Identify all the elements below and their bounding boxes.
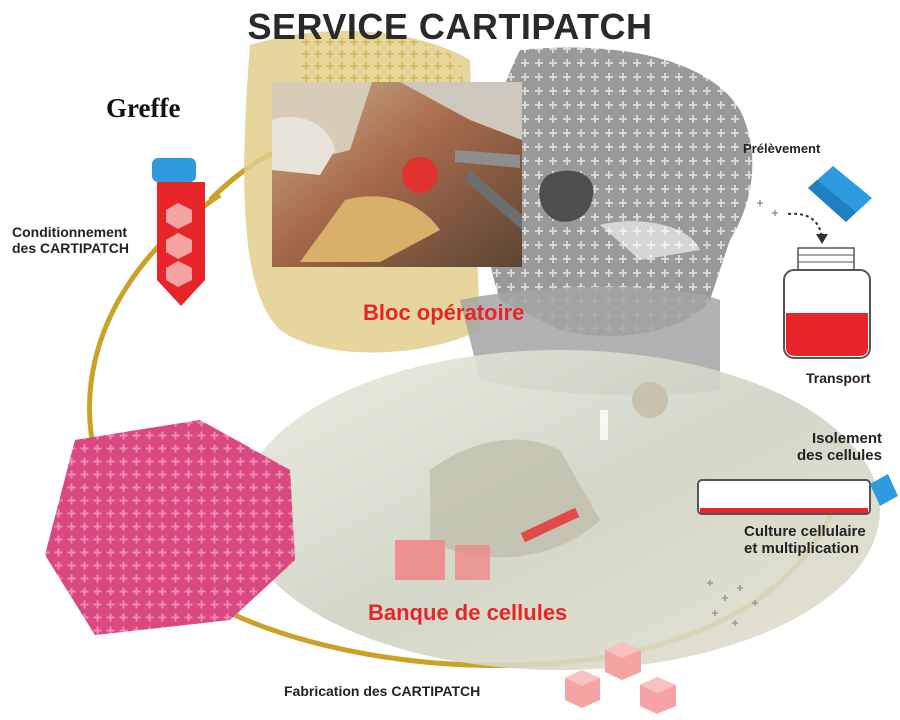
conditionnement-tube-icon [152,158,205,306]
banque-cellules-label: Banque de cellules [368,600,567,626]
fabrication-label: Fabrication des CARTIPATCH [284,683,480,699]
transport-label: Transport [806,370,871,386]
culture-label-line1: Culture cellulaire [744,523,866,540]
prelevement-container-icon [808,166,872,222]
greffe-label: Greffe [106,93,180,124]
page-title: SERVICE CARTIPATCH [0,6,900,48]
conditionnement-label: Conditionnement des CARTIPATCH [12,224,129,256]
bloc-operatoire-label: Bloc opératoire [363,300,524,326]
prelevement-label: Prélèvement [743,141,820,157]
culture-flask-icon [698,474,898,514]
isolement-label: Isolement des cellules [784,430,882,464]
isolement-label-line1: Isolement [784,430,882,447]
culture-label: Culture cellulaire et multiplication [744,523,866,557]
culture-label-line2: et multiplication [744,540,866,557]
transport-jar-icon [784,248,870,358]
conditionnement-label-line2: des CARTIPATCH [12,240,129,256]
isolement-label-line2: des cellules [784,447,882,464]
conditionnement-label-line1: Conditionnement [12,224,129,240]
surgery-photo [272,82,522,267]
